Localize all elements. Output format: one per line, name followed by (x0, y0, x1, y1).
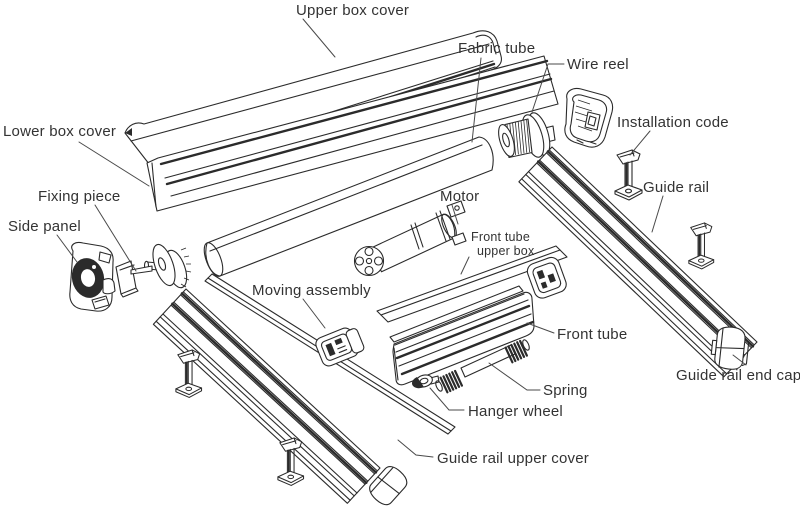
lower-box-cover-part (146, 55, 559, 212)
label-motor: Motor (440, 188, 479, 205)
label-upper-box-cover: Upper box cover (296, 2, 409, 19)
leader-moving-assembly (302, 298, 326, 329)
leader-lines (56, 18, 747, 458)
leader-lower-box-cover (78, 141, 150, 187)
label-spring: Spring (543, 382, 588, 399)
leader-side-panel (56, 234, 78, 263)
leader-spring (488, 362, 541, 391)
fixing-piece-part (115, 260, 153, 298)
label-wire-reel: Wire reel (567, 56, 629, 73)
label-front-tube-upper-box-line2: upper box (477, 244, 535, 258)
leader-front-tube (526, 322, 555, 334)
label-fixing-piece: Fixing piece (38, 188, 120, 205)
installation-bracket (614, 149, 643, 201)
guide-rail-right-part (518, 146, 758, 378)
label-guide-rail-end-cap: Guide rail end cap (676, 367, 800, 384)
front-tube-upper-box-part (376, 245, 568, 323)
installation-bracket (175, 349, 203, 399)
leader-motor (451, 204, 459, 225)
label-side-panel: Side panel (8, 218, 81, 235)
label-hanger-wheel: Hanger wheel (468, 403, 563, 420)
leader-installation-code (629, 130, 651, 156)
label-moving-assembly: Moving assembly (252, 282, 371, 299)
motor-part (353, 200, 467, 277)
label-installation-code: Installation code (617, 114, 729, 131)
label-guide-rail-upper-cover: Guide rail upper cover (437, 450, 589, 467)
labels: Upper box cover Fabric tube Wire reel Lo… (3, 2, 800, 467)
leader-guide-rail (651, 195, 664, 233)
leader-guide-rail-end-cap (732, 354, 747, 366)
label-front-tube: Front tube (557, 326, 627, 343)
leader-fixing-piece (94, 204, 137, 272)
hanger-wheel-part (411, 374, 440, 389)
leader-upper-box-cover (302, 18, 336, 58)
label-front-tube-upper-box-line1: Front tube (471, 230, 530, 244)
guide-rail-left-part (152, 288, 381, 504)
front-tube-part (389, 285, 535, 386)
label-fabric-tube: Fabric tube (458, 40, 535, 57)
side-panel-right-part (564, 87, 614, 148)
wire-reel-part (498, 112, 556, 159)
installation-bracket (277, 437, 305, 487)
side-panel-part (69, 241, 116, 312)
leader-fabric-tube (471, 57, 482, 143)
fabric-tube-part (203, 136, 494, 277)
moving-assembly-part (315, 327, 365, 367)
leader-guide-rail-upper-cover (397, 439, 434, 458)
label-guide-rail: Guide rail (643, 179, 709, 196)
label-lower-box-cover: Lower box cover (3, 123, 116, 140)
leader-front-tube-upper-box (460, 256, 470, 275)
installation-bracket (688, 222, 715, 270)
leader-wire-reel (531, 63, 565, 113)
small-plate-part (526, 256, 567, 299)
guide-rail-end-cap-left-part (369, 466, 408, 506)
leader-hanger-wheel (429, 387, 465, 411)
spring-part (435, 339, 530, 394)
